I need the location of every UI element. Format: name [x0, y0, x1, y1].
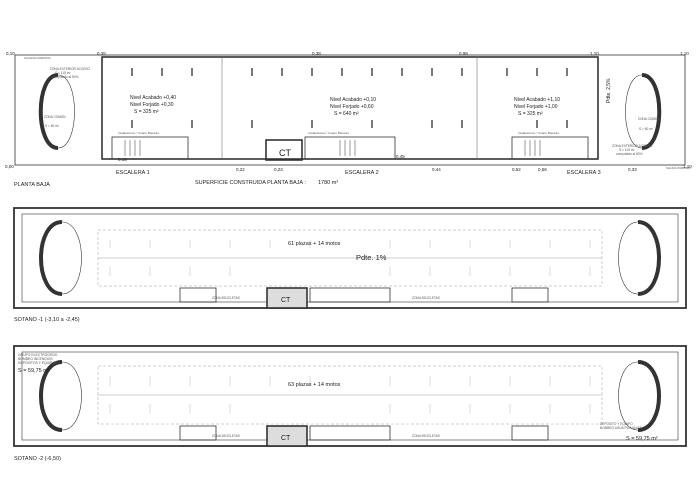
zone1-line1: Nivel Acabado +0,40 — [130, 95, 176, 101]
stair-label-1: ESCALERA 1 — [116, 170, 150, 176]
stair-core-3 — [511, 136, 589, 160]
ct-s2: CT — [281, 435, 291, 442]
zona-exterior-right: ZONA EXTERIOR ACCESO — [612, 144, 653, 148]
zone1-line2: Nivel Forjado +0,30 — [130, 102, 174, 108]
planta-baja-labels: 0,10 0,35 0,38 0,98 1,10 1,10 0,00 1,10 … — [5, 51, 692, 188]
level-top-4: 1,10 — [590, 51, 599, 56]
zona-comun-left: ZONA COMÚN — [44, 114, 66, 119]
stair-core-1 — [111, 136, 189, 160]
sotano1-labels: 61 plazas + 14 motos Pdte. 1% CT ZONA BI… — [14, 241, 440, 323]
level-top-2: 0,38 — [312, 51, 321, 56]
level-bottom-3: 0,44 — [432, 167, 441, 172]
zone3-line2: Nivel Forjado +1,00 — [514, 104, 558, 110]
stair-label-2: ESCALERA 2 — [345, 170, 379, 176]
zona-comun-right-area: S = 60 m² — [639, 127, 653, 131]
ct-room-s1 — [266, 287, 308, 309]
salida-parking-label: SALIDA PARKING — [666, 166, 691, 170]
ramp-s1-left — [39, 220, 63, 296]
planta-baja-drawing — [14, 54, 686, 166]
sotano1-stall-ticks — [109, 240, 591, 276]
zone2-area: S = 640 m² — [334, 111, 359, 117]
level-bottom-0: 0,15 — [118, 157, 127, 162]
column-grid — [131, 68, 568, 128]
zone3-area: S = 325 m² — [518, 111, 543, 117]
level-top-3: 0,98 — [459, 51, 468, 56]
pdte-s1: Pdte. 1% — [356, 253, 387, 262]
level-bottom-6: 0,33 — [628, 167, 637, 172]
zona-comun-right: ZONA COMÚN — [638, 116, 660, 121]
level-right: 1,10 — [683, 164, 692, 169]
pdte-ground: Pdte. 2,5% — [606, 78, 612, 103]
depositos: DEPÓSITOS Y EQUIPOS — [18, 360, 58, 365]
zone2-line2: Nivel Forjado +0,60 — [330, 104, 374, 110]
bombeo-pluviales: BOMBEO AGUA PLUVIALES — [600, 426, 642, 430]
plazas-s1: 61 plazas + 14 motos — [288, 241, 341, 247]
ramp-right — [641, 73, 662, 150]
instalaciones-2: Instalaciones / Cuarto Basuras — [308, 131, 349, 135]
stair-label-3: ESCALERA 3 — [567, 170, 601, 176]
ct-s1: CT — [281, 297, 291, 304]
deposito-right: DEPÓSITO Y EQUIPO — [600, 421, 633, 426]
computado-right: computado al 50% — [616, 152, 643, 156]
bombeo-incendios: BOMBEO INCENDIOS — [18, 357, 53, 361]
surface-label: SUPERFICIE CONSTRUIDA PLANTA BAJA : — [195, 180, 306, 186]
level-top-5: 1,10 — [680, 51, 689, 56]
ct-small-level: 0,45 — [396, 154, 405, 159]
ct-room-s2 — [266, 425, 308, 447]
bicicletas-s2-left: ZONA BICICLETAS — [212, 434, 240, 438]
bicicletas-s1-right: ZONA BICICLETAS — [412, 296, 440, 300]
zona-exterior-left-area: S = 115 m² — [55, 71, 70, 75]
ct-ground: CT — [279, 148, 291, 158]
grupo-electrogeno: GRUPO ELECTRÓGENO — [18, 352, 58, 357]
ramp-s1-right — [637, 220, 661, 296]
level-bottom-5: 0,58 — [538, 167, 547, 172]
stair-core-2 — [304, 136, 396, 160]
zona-comun-left-area: S = 60 m² — [45, 124, 59, 128]
level-top-0: 0,10 — [6, 51, 15, 56]
zone1-area: S = 325 m² — [134, 109, 159, 115]
sotano2-caption: SOTANO -2 (-6,50) — [14, 456, 61, 462]
sotano2-stall-ticks — [109, 376, 591, 414]
ramp-s2-left — [39, 360, 63, 432]
plazas-s2: 63 plazas + 14 motos — [288, 382, 341, 388]
zone2-line1: Nivel Acabado +0,10 — [330, 97, 376, 103]
instalaciones-1: Instalaciones / Cuarto Basuras — [118, 131, 159, 135]
zone3-line1: Nivel Acabado +1,10 — [514, 97, 560, 103]
planta-baja-caption: PLANTA BAJA — [14, 182, 50, 188]
sotano1-caption: SOTANO -1 (-3,10 a -2,45) — [14, 317, 80, 323]
area-s2-left: S = 59,75 m² — [18, 368, 50, 374]
level-bottom-1: 0,22 — [236, 167, 245, 172]
instalaciones-3: Instalaciones / Cuarto Basuras — [518, 131, 559, 135]
level-top-1: 0,35 — [97, 51, 106, 56]
level-bottom-2: 0,23 — [274, 167, 283, 172]
zona-exterior-left: ZONA EXTERIOR ACCESO — [50, 67, 91, 71]
bicicletas-s2-right: ZONA BICICLETAS — [412, 434, 440, 438]
computado-left: computado al 50% — [52, 75, 79, 79]
bicicletas-s1-left: ZONA BICICLETAS — [212, 296, 240, 300]
ramp-s2-right — [637, 360, 661, 432]
ct-room-ground — [265, 139, 303, 161]
level-left: 0,00 — [5, 164, 14, 169]
sotano2-drawing — [13, 345, 687, 447]
surface-value: 1780 m² — [318, 180, 338, 186]
area-s2-right: S = 59,75 m² — [626, 436, 658, 442]
level-bottom-4: 0,52 — [512, 167, 521, 172]
sotano2-labels: GRUPO ELECTRÓGENO BOMBEO INCENDIOS DEPÓS… — [14, 352, 658, 462]
ramp-left — [38, 73, 59, 150]
sotano1-drawing — [13, 207, 687, 309]
acceso-parking-label: ACCESO PARKING — [24, 56, 51, 60]
zona-exterior-right-area: S = 115 m² — [619, 148, 634, 152]
